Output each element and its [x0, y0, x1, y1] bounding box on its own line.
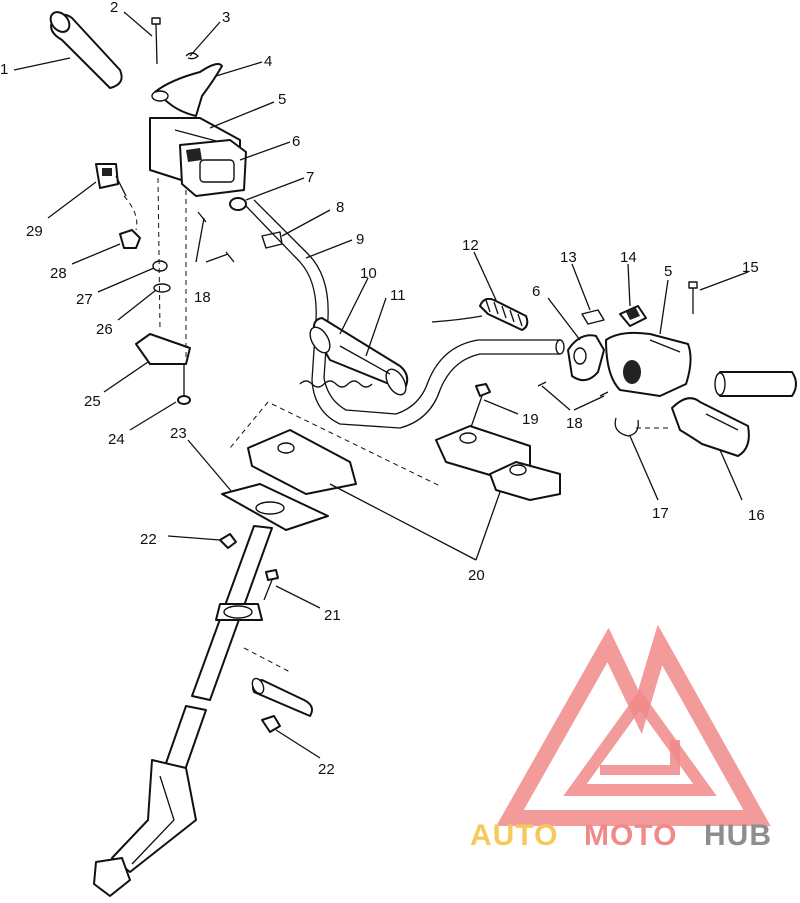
- mount-plate-part: [221, 483, 329, 531]
- callout-5-right: 5: [664, 263, 672, 280]
- callout-29: 29: [26, 223, 43, 240]
- callout-19: 19: [522, 411, 539, 428]
- callout-23: 23: [170, 425, 187, 442]
- assembly-line-3: [123, 195, 138, 231]
- watermark-logo-icon: [496, 624, 771, 826]
- assembly-line-7: [243, 647, 291, 673]
- callout-6-right: 6: [532, 283, 540, 300]
- callout-8: 8: [336, 199, 344, 216]
- lever-part: [151, 63, 223, 117]
- callout-17: 17: [652, 505, 669, 522]
- lower-nut-part: [261, 715, 281, 733]
- callout-26: 26: [96, 321, 113, 338]
- clamp-bolt-part: [469, 383, 491, 431]
- nut-part: [119, 229, 141, 249]
- heater-coil-part: [431, 297, 529, 331]
- screw-small-part-3: [537, 381, 547, 387]
- clip-part: [185, 52, 199, 60]
- callout-21: 21: [324, 607, 341, 624]
- callout-28: 28: [50, 265, 67, 282]
- callout-10: 10: [360, 265, 377, 282]
- steering-column-part: [93, 525, 273, 897]
- tube-part: [251, 677, 313, 717]
- handlebar-part: [245, 199, 565, 429]
- callout-27: 27: [76, 291, 93, 308]
- right-switch-part: [567, 334, 605, 382]
- callout-9: 9: [356, 231, 364, 248]
- callout-6: 6: [292, 133, 300, 150]
- right-housing-part: [605, 331, 692, 397]
- callout-22-upper: 22: [140, 531, 157, 548]
- callout-18-left: 18: [194, 289, 211, 306]
- callout-22-lower: 22: [318, 761, 335, 778]
- callout-13: 13: [560, 249, 577, 266]
- bolt-part: [151, 17, 161, 65]
- screw-small-part-4: [599, 391, 609, 397]
- leader-lines: [13, 11, 749, 759]
- callout-11: 11: [390, 287, 406, 304]
- right-bolt-part: [688, 281, 698, 314]
- bar-pad-part: [309, 317, 409, 396]
- callout-labels: 1 2 3 4 5 6 7 8 9 10 11 12 13 14 5 15 29…: [0, 0, 765, 778]
- screw-small-part: [197, 211, 207, 223]
- callout-3: 3: [222, 9, 230, 26]
- snap-ring-part: [153, 283, 171, 293]
- callout-15: 15: [742, 259, 759, 276]
- callout-5: 5: [278, 91, 286, 108]
- spring-part: [299, 380, 373, 388]
- cap-part: [619, 305, 647, 327]
- washer-part: [152, 260, 168, 272]
- switch-part: [95, 163, 127, 197]
- callout-2: 2: [110, 0, 118, 16]
- callout-18-right: 18: [566, 415, 583, 432]
- callout-20: 20: [468, 567, 485, 584]
- plate-nut-part: [219, 533, 237, 549]
- ring-part: [229, 197, 247, 211]
- callout-14: 14: [620, 249, 637, 266]
- upper-clamp-part: [247, 425, 561, 501]
- left-switch-part: [179, 139, 247, 197]
- right-clip-part: [614, 417, 639, 437]
- toggle-part: [581, 309, 605, 325]
- right-grip-part: [714, 371, 797, 397]
- screw-part: [177, 364, 191, 405]
- callout-25: 25: [84, 393, 101, 410]
- watermark-auto: AUTO: [470, 819, 558, 852]
- callout-12: 12: [462, 237, 479, 254]
- throttle-lever-part: [671, 397, 750, 457]
- screw-small-part-2: [225, 251, 235, 263]
- callout-4: 4: [264, 53, 272, 70]
- column-bolt-part: [263, 569, 279, 601]
- watermark-hub: HUB: [704, 819, 772, 852]
- watermark-moto: MOTO: [584, 819, 677, 852]
- callout-24: 24: [108, 431, 125, 448]
- assembly-line-5: [271, 403, 441, 487]
- bracket-part: [135, 333, 191, 365]
- left-grip-part: [49, 11, 123, 89]
- assembly-line-6: [229, 401, 269, 449]
- assembly-line: [157, 177, 161, 331]
- callout-7: 7: [306, 169, 314, 186]
- callout-16: 16: [748, 507, 765, 524]
- callout-1: 1: [0, 61, 8, 78]
